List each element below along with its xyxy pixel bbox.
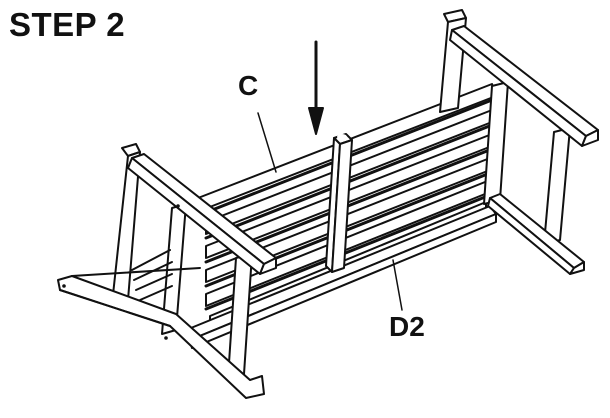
leader-line-d2	[392, 259, 403, 311]
leader-line-c	[257, 112, 277, 173]
part-label-d2: D2	[389, 311, 425, 342]
down-arrow-icon	[308, 40, 324, 135]
part-label-c: C	[238, 70, 259, 101]
left-end-frame	[57, 143, 277, 399]
center-support-leg	[325, 133, 353, 273]
step-title: STEP 2	[9, 6, 126, 43]
right-end-frame	[439, 9, 599, 275]
